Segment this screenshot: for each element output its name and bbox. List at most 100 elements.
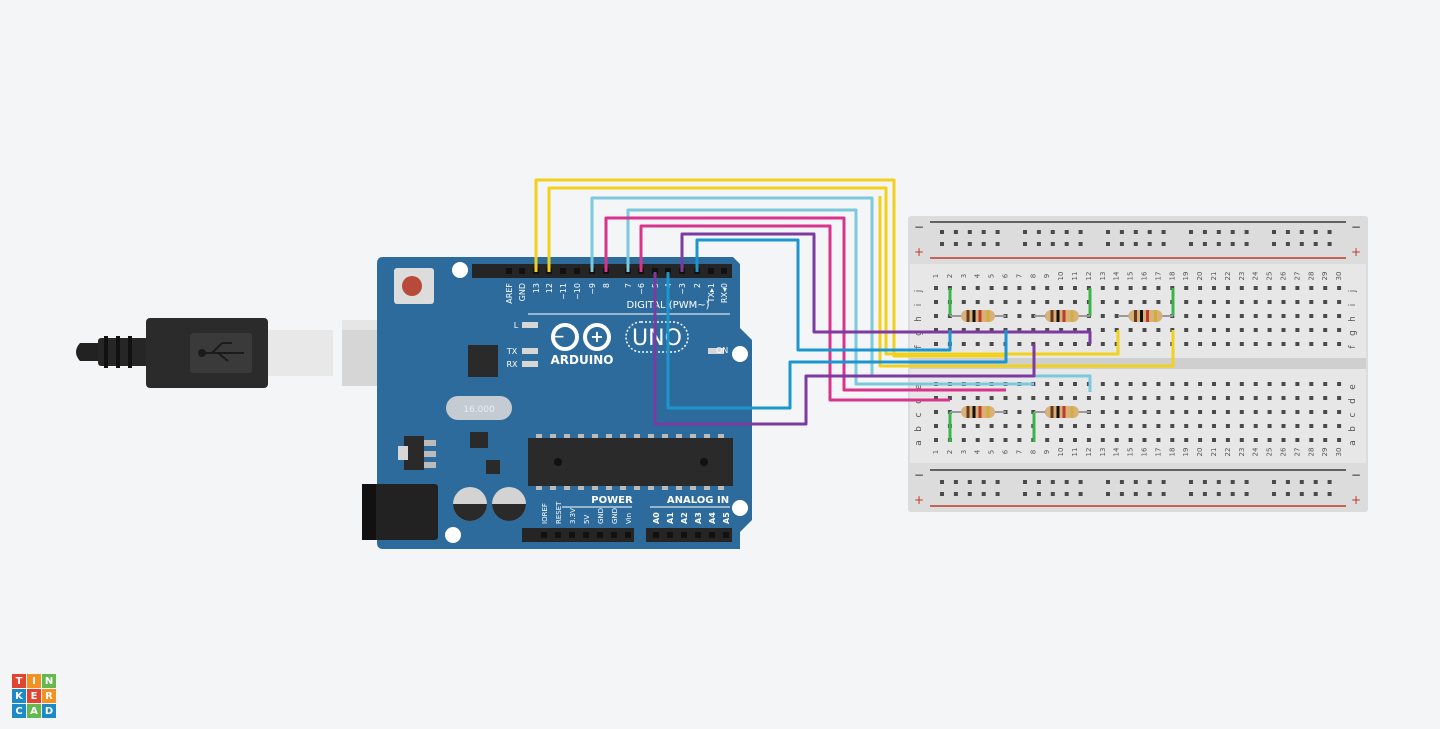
rail-hole[interactable] [1230, 480, 1235, 484]
breadboard-hole[interactable] [1059, 438, 1064, 442]
rail-hole[interactable] [953, 230, 958, 234]
power-pin-hole[interactable] [583, 532, 589, 538]
breadboard-hole[interactable] [1156, 300, 1161, 304]
breadboard-hole[interactable] [934, 342, 938, 346]
breadboard-hole[interactable] [1184, 286, 1189, 290]
breadboard-hole[interactable] [1323, 438, 1328, 442]
breadboard-hole[interactable] [1295, 382, 1300, 386]
rail-hole[interactable] [1244, 230, 1249, 234]
breadboard-hole[interactable] [1295, 286, 1300, 290]
breadboard-hole[interactable] [1212, 410, 1216, 414]
rail-hole[interactable] [1133, 230, 1138, 234]
breadboard-hole[interactable] [1114, 424, 1119, 428]
breadboard-hole[interactable] [1031, 286, 1036, 290]
rail-hole[interactable] [940, 230, 944, 234]
breadboard-hole[interactable] [1198, 342, 1203, 346]
rail-hole[interactable] [981, 492, 986, 496]
breadboard-hole[interactable] [1281, 286, 1286, 290]
resistors[interactable] [950, 310, 1173, 418]
rail-hole[interactable] [1036, 492, 1041, 496]
breadboard-hole[interactable] [1114, 382, 1119, 386]
breadboard-hole[interactable] [1239, 438, 1244, 442]
rail-hole[interactable] [1244, 242, 1249, 246]
breadboard-hole[interactable] [1086, 328, 1091, 332]
breadboard-hole[interactable] [1323, 382, 1328, 386]
breadboard-hole[interactable] [1337, 300, 1342, 304]
rail-hole[interactable] [940, 480, 944, 484]
rail-hole[interactable] [1064, 242, 1069, 246]
breadboard-hole[interactable] [1114, 396, 1119, 400]
rail-hole[interactable] [1133, 480, 1138, 484]
breadboard-hole[interactable] [1142, 410, 1147, 414]
breadboard-hole[interactable] [1267, 328, 1272, 332]
rail-hole[interactable] [1133, 242, 1138, 246]
breadboard-hole[interactable] [1059, 396, 1064, 400]
breadboard-hole[interactable] [1239, 300, 1244, 304]
breadboard-hole[interactable] [1128, 396, 1133, 400]
breadboard-hole[interactable] [1253, 396, 1258, 400]
breadboard-hole[interactable] [1323, 424, 1328, 428]
breadboard-hole[interactable] [1309, 286, 1314, 290]
breadboard-hole[interactable] [934, 410, 938, 414]
rail-hole[interactable] [1133, 492, 1138, 496]
breadboard-hole[interactable] [1295, 342, 1300, 346]
breadboard-hole[interactable] [1267, 410, 1272, 414]
resistor-2[interactable] [1034, 310, 1090, 322]
digital-pin-hole[interactable] [708, 268, 714, 274]
breadboard-hole[interactable] [1309, 314, 1314, 318]
breadboard-hole[interactable] [1253, 286, 1258, 290]
breadboard-hole[interactable] [1031, 300, 1036, 304]
resistor-3[interactable] [1118, 310, 1173, 322]
rail-hole[interactable] [1106, 492, 1110, 496]
breadboard-hole[interactable] [1114, 300, 1119, 304]
breadboard-hole[interactable] [1100, 410, 1105, 414]
breadboard-hole[interactable] [1073, 396, 1077, 400]
breadboard-hole[interactable] [1142, 300, 1147, 304]
breadboard-hole[interactable] [1086, 438, 1091, 442]
breadboard-hole[interactable] [1142, 328, 1147, 332]
breadboard-hole[interactable] [1323, 314, 1328, 318]
breadboard-hole[interactable] [1017, 342, 1022, 346]
rail-hole[interactable] [1272, 492, 1276, 496]
breadboard-hole[interactable] [1184, 382, 1189, 386]
rail-hole[interactable] [981, 242, 986, 246]
breadboard-hole[interactable] [1128, 438, 1133, 442]
breadboard-hole[interactable] [934, 396, 938, 400]
breadboard-hole[interactable] [961, 438, 966, 442]
rail-hole[interactable] [1313, 242, 1318, 246]
breadboard-hole[interactable] [1323, 328, 1328, 332]
digital-pin-hole[interactable] [665, 268, 671, 274]
rail-hole[interactable] [940, 242, 944, 246]
rail-hole[interactable] [1036, 230, 1041, 234]
breadboard-hole[interactable] [1225, 342, 1230, 346]
breadboard-hole[interactable] [1045, 396, 1050, 400]
breadboard-hole[interactable] [1267, 314, 1272, 318]
breadboard-hole[interactable] [934, 438, 938, 442]
breadboard-hole[interactable] [1086, 424, 1091, 428]
breadboard-hole[interactable] [1059, 424, 1064, 428]
breadboard-hole[interactable] [1170, 410, 1175, 414]
breadboard-hole[interactable] [1073, 438, 1077, 442]
breadboard-hole[interactable] [1337, 424, 1342, 428]
power-pin-hole[interactable] [555, 532, 561, 538]
breadboard-hole[interactable] [1323, 410, 1328, 414]
breadboard-hole[interactable] [1100, 396, 1105, 400]
breadboard-hole[interactable] [1184, 300, 1189, 304]
breadboard-hole[interactable] [1017, 328, 1022, 332]
breadboard-hole[interactable] [1323, 286, 1328, 290]
rail-hole[interactable] [1161, 242, 1166, 246]
breadboard-hole[interactable] [1100, 286, 1105, 290]
breadboard-hole[interactable] [989, 286, 994, 290]
power-pin-hole[interactable] [611, 532, 617, 538]
breadboard-hole[interactable] [1309, 382, 1314, 386]
rail-hole[interactable] [1161, 230, 1166, 234]
breadboard-hole[interactable] [1253, 300, 1258, 304]
rail-hole[interactable] [995, 492, 1000, 496]
breadboard-hole[interactable] [1239, 328, 1244, 332]
digital-pin-hole[interactable] [560, 268, 566, 274]
breadboard-hole[interactable] [975, 438, 980, 442]
breadboard-hole[interactable] [1003, 300, 1008, 304]
breadboard-hole[interactable] [1281, 410, 1286, 414]
breadboard-hole[interactable] [1337, 438, 1342, 442]
